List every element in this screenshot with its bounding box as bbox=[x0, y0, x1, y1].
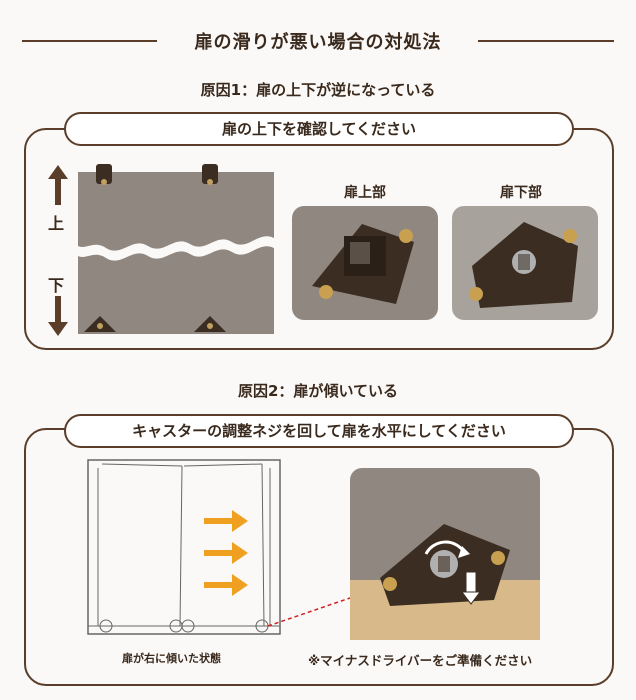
title-rule-right bbox=[478, 40, 614, 42]
arrow-right-icon-1 bbox=[204, 510, 248, 532]
door-bottom-hardware-photo bbox=[452, 206, 598, 320]
up-arrow-icon bbox=[48, 165, 68, 205]
door-diagram bbox=[78, 164, 274, 334]
door-top-right-caster bbox=[202, 164, 218, 185]
photo-top-label: 扉上部 bbox=[344, 185, 386, 201]
door-bottom-right-caster bbox=[194, 316, 226, 332]
label-up: 上 bbox=[48, 214, 65, 233]
cause-1-heading: 原因1：扉の上下が逆になっている bbox=[200, 81, 436, 99]
arrow-right-icon-3 bbox=[204, 574, 248, 596]
door-top-hardware-photo bbox=[292, 206, 438, 320]
page-title: 扉の滑りが悪い場合の対処法 bbox=[194, 32, 442, 53]
tilted-door-diagram bbox=[87, 459, 281, 635]
caster-adjustment-photo bbox=[350, 468, 540, 640]
tilted-state-caption: 扉が右に傾いた状態 bbox=[122, 652, 221, 665]
photo-bottom-label: 扉下部 bbox=[500, 185, 542, 201]
title-rule-left bbox=[22, 40, 157, 42]
screwdriver-note: ※マイナスドライバーをご準備ください bbox=[308, 653, 533, 668]
section-2-instruction: キャスターの調整ネジを回して扉を水平にしてください bbox=[64, 414, 574, 448]
cause-2-heading: 原因2：扉が傾いている bbox=[238, 382, 398, 400]
door-bottom-left-caster bbox=[84, 316, 116, 332]
down-arrow-icon bbox=[48, 296, 68, 336]
callout-connector bbox=[267, 597, 351, 627]
section-1-instruction: 扉の上下を確認してください bbox=[64, 112, 574, 146]
arrow-right-icon-2 bbox=[204, 542, 248, 564]
label-down: 下 bbox=[48, 276, 65, 295]
door-top-left-caster bbox=[96, 164, 112, 185]
